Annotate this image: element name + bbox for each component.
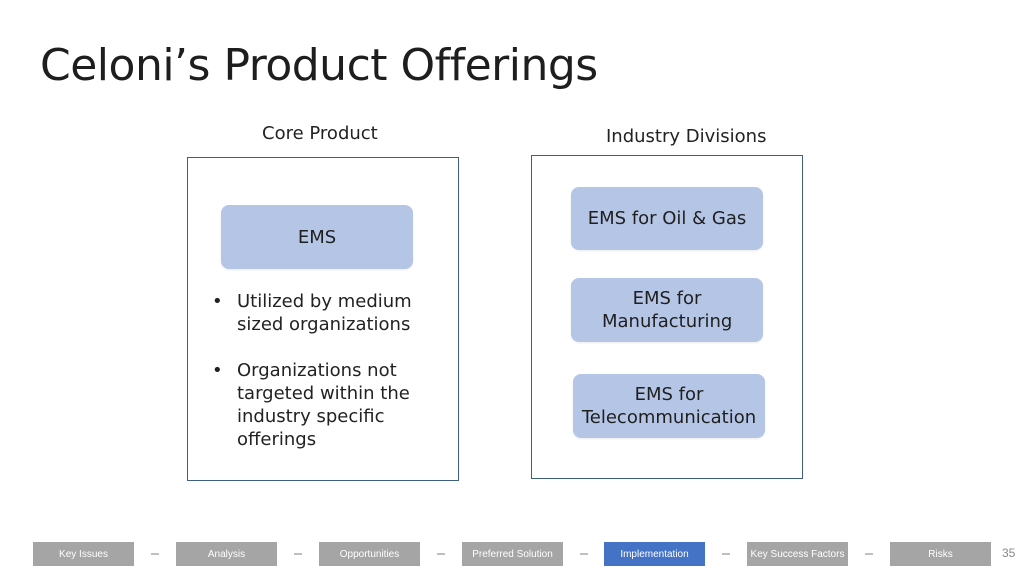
- industry-divisions-heading: Industry Divisions: [606, 126, 767, 147]
- nav-separator: [722, 553, 730, 555]
- ems-oil-gas-box: EMS for Oil & Gas: [571, 187, 763, 250]
- ems-manufacturing-label: EMS for Manufacturing: [602, 288, 733, 332]
- nav-separator: [865, 553, 873, 555]
- nav-implementation[interactable]: Implementation: [604, 542, 705, 566]
- ems-telecommunication-box: EMS for Telecommunication: [573, 374, 765, 438]
- nav-analysis[interactable]: Analysis: [176, 542, 277, 566]
- slide-title: Celoni’s Product Offerings: [40, 40, 598, 91]
- core-product-heading: Core Product: [262, 123, 378, 144]
- nav-preferred-solution[interactable]: Preferred Solution: [462, 542, 563, 566]
- nav-separator: [580, 553, 588, 555]
- ems-telecommunication-label: EMS for Telecommunication: [581, 384, 757, 428]
- nav-separator: [294, 553, 302, 555]
- ems-manufacturing-box: EMS for Manufacturing: [571, 278, 763, 342]
- bullet-dot-icon: •: [212, 360, 223, 381]
- ems-core-box: EMS: [221, 205, 413, 269]
- core-bullet-list: •Utilized by medium sized organizations …: [210, 290, 450, 474]
- nav-separator: [151, 553, 159, 555]
- nav-separator: [437, 553, 445, 555]
- nav-risks[interactable]: Risks: [890, 542, 991, 566]
- bullet-item: • Organizations not targeted within the i…: [210, 359, 450, 451]
- nav-opportunities[interactable]: Opportunities: [319, 542, 420, 566]
- bullet-text: Utilized by medium sized organizations: [237, 291, 412, 335]
- nav-key-issues[interactable]: Key Issues: [33, 542, 134, 566]
- bullet-dot-icon: •: [212, 291, 223, 312]
- page-number: 35: [1002, 546, 1016, 560]
- bullet-text: Organizations not targeted within the in…: [237, 360, 410, 450]
- nav-key-success-factors[interactable]: Key Success Factors: [747, 542, 848, 566]
- bullet-item: • Utilized by medium sized organizations: [210, 290, 450, 336]
